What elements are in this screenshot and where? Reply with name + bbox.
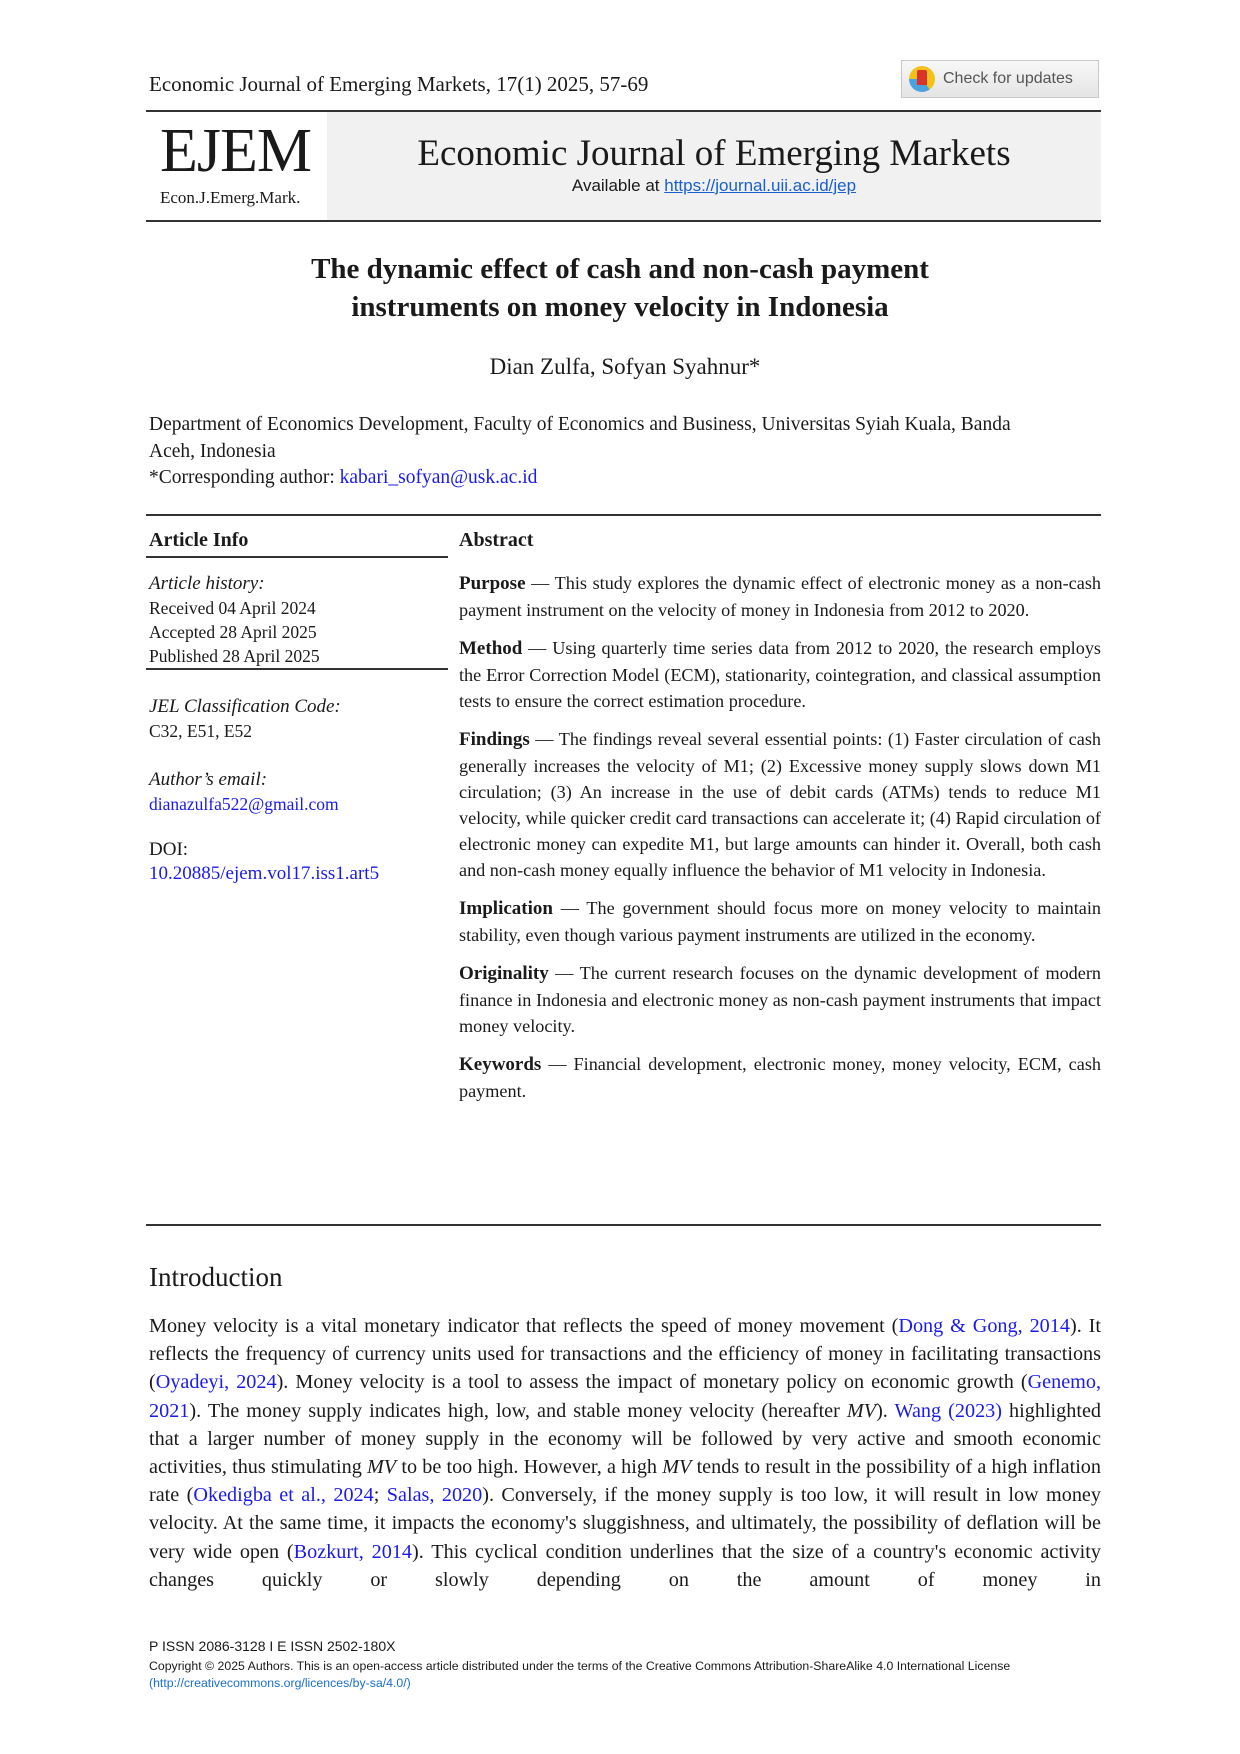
- jel-codes: C32, E51, E52: [149, 721, 253, 741]
- text: ). Money velocity is a tool to assess th…: [276, 1371, 1028, 1394]
- title-line-2: instruments on money velocity in Indones…: [351, 291, 889, 323]
- text: Money velocity is a vital monetary indic…: [149, 1315, 899, 1337]
- abstract-originality: Originality — The current research focus…: [459, 960, 1101, 1039]
- corresponding-label: *Corresponding author:: [149, 467, 340, 488]
- received-date: Received 04 April 2024: [149, 598, 316, 618]
- info-heading-rule: [146, 556, 448, 558]
- text: tends to result in the possibility of a …: [149, 1456, 1101, 1507]
- section-label: Findings: [459, 729, 530, 750]
- section-label: Implication: [459, 898, 553, 919]
- section-label: Method: [459, 638, 523, 659]
- section-text: — The findings reveal several essential …: [459, 729, 1101, 880]
- published-date: Published 28 April 2025: [149, 646, 320, 666]
- authors: Dian Zulfa, Sofyan Syahnur*: [489, 354, 761, 379]
- abstract-implication: Implication — The government should focu…: [459, 895, 1101, 948]
- article-history: Article history: Received 04 April 2024 …: [149, 571, 449, 668]
- info-rule-top: [146, 514, 1101, 516]
- term: MV: [366, 1456, 397, 1479]
- abstract-findings: Findings — The findings reveal several e…: [459, 726, 1101, 883]
- journal-title: Economic Journal of Emerging Markets: [417, 133, 1011, 174]
- journal-logo-subtitle: Econ.J.Emerg.Mark.: [160, 188, 301, 207]
- journal-availability: Available at https://journal.uii.ac.id/j…: [327, 176, 1101, 196]
- section-text: — This study explores the dynamic effect…: [459, 573, 1101, 620]
- section-text: — The current research focuses on the dy…: [459, 963, 1101, 1036]
- term: MV: [662, 1456, 692, 1479]
- citation-link[interactable]: Bozkurt, 2014: [293, 1540, 412, 1563]
- introduction-paragraph: Money velocity is a vital monetary indic…: [149, 1312, 1101, 1652]
- journal-url-link[interactable]: https://journal.uii.ac.id/jep: [664, 176, 857, 195]
- running-head: Economic Journal of Emerging Markets, 17…: [149, 72, 649, 96]
- abstract-body: Purpose — This study explores the dynami…: [459, 570, 1101, 1116]
- doi-link[interactable]: 10.20885/ejem.vol17.iss1.art5: [149, 863, 380, 884]
- check-for-updates-button[interactable]: Check for updates: [901, 60, 1099, 98]
- accepted-date: Accepted 28 April 2025: [149, 622, 317, 642]
- license-link[interactable]: (http://creativecommons.org/licences/by-…: [149, 1676, 411, 1690]
- section-text: — Using quarterly time series data from …: [459, 638, 1101, 711]
- jel-label: JEL Classification Code:: [149, 696, 341, 717]
- abstract-heading: Abstract: [459, 529, 534, 551]
- crossmark-icon: [909, 66, 935, 92]
- journal-banner: [327, 112, 1101, 220]
- citation-link[interactable]: Salas, 2020: [386, 1484, 483, 1507]
- corresponding-email-link[interactable]: kabari_sofyan@usk.ac.id: [339, 467, 538, 488]
- affiliation: Department of Economics Development, Fac…: [149, 414, 1011, 462]
- title-line-1: The dynamic effect of cash and non-cash …: [311, 253, 929, 285]
- copyright-notice: Copyright © 2025 Authors. This is an ope…: [149, 1658, 1089, 1692]
- abstract-keywords: Keywords — Financial development, electr…: [459, 1051, 1101, 1104]
- text: ). Conversely, if the money supply is to…: [149, 1484, 1101, 1563]
- citation-link[interactable]: Wang (2023): [894, 1399, 1002, 1422]
- text: ).: [876, 1399, 895, 1422]
- author-email-link[interactable]: dianazulfa522@gmail.com: [149, 794, 339, 814]
- citation-link[interactable]: Dong & Gong, 2014: [898, 1315, 1070, 1337]
- header-rule-top: [146, 110, 1101, 112]
- affiliation-block: Department of Economics Development, Fac…: [149, 412, 1029, 492]
- text: ). The money supply indicates high, low,…: [189, 1399, 847, 1422]
- check-for-updates-label: Check for updates: [943, 70, 1073, 87]
- article-title: The dynamic effect of cash and non-cash …: [180, 250, 1060, 326]
- doi-label: DOI:: [149, 839, 189, 860]
- text: highlighted that a larger number of mone…: [149, 1399, 1101, 1479]
- section-label: Originality: [459, 963, 549, 984]
- header-rule-bottom: [146, 220, 1101, 222]
- citation-link[interactable]: Okedigba et al., 2024: [193, 1484, 374, 1507]
- abstract-purpose: Purpose — This study explores the dynami…: [459, 570, 1101, 623]
- text: ). This cyclical condition underlines th…: [149, 1540, 1101, 1591]
- term: MV: [846, 1399, 877, 1422]
- abstract-rule-bottom: [146, 1224, 1101, 1226]
- introduction-heading: Introduction: [149, 1262, 283, 1292]
- article-info-heading: Article Info: [149, 529, 249, 551]
- author-email-label: Author’s email:: [149, 769, 268, 790]
- text: ;: [373, 1484, 387, 1507]
- text: ). It reflects the frequency of currency…: [149, 1315, 1101, 1394]
- jel-block: JEL Classification Code: C32, E51, E52: [149, 694, 449, 743]
- citation-link[interactable]: Oyadeyi, 2024: [155, 1371, 277, 1394]
- section-label: Purpose: [459, 573, 526, 594]
- available-prefix: Available at: [571, 176, 665, 195]
- issn: P ISSN 2086-3128 I E ISSN 2502-180X: [149, 1638, 396, 1654]
- citation-link[interactable]: Genemo, 2021: [149, 1371, 1101, 1422]
- section-text: — The government should focus more on mo…: [459, 898, 1101, 945]
- section-text: — Financial development, electronic mone…: [459, 1054, 1101, 1101]
- journal-logo: EJEM: [160, 117, 312, 185]
- abstract-method: Method — Using quarterly time series dat…: [459, 635, 1101, 714]
- doi-block: DOI: 10.20885/ejem.vol17.iss1.art5: [149, 838, 449, 886]
- history-rule: [146, 668, 448, 670]
- author-email-block: Author’s email: dianazulfa522@gmail.com: [149, 767, 449, 816]
- history-label: Article history:: [149, 573, 265, 594]
- section-label: Keywords: [459, 1054, 542, 1075]
- text: to be too high. However, a high: [396, 1456, 663, 1479]
- copyright-text: Copyright © 2025 Authors. This is an ope…: [149, 1659, 1011, 1673]
